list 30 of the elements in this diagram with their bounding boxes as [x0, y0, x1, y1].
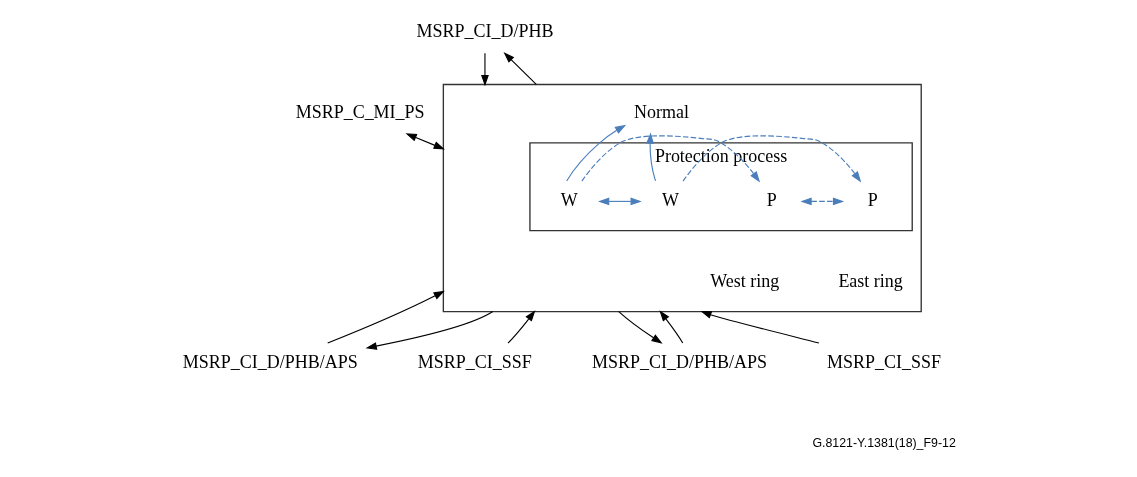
- node-text: P: [766, 189, 777, 210]
- node-text: West ring: [709, 270, 779, 291]
- node-text: MSRP_CI_D/PHB/APS: [591, 351, 767, 372]
- arrow: [799, 197, 844, 206]
- cluster: [442, 83, 922, 313]
- arrow: [480, 52, 489, 87]
- label: G.8121-Y.1381(18)_F9-12: [811, 436, 956, 451]
- node-text: MSRP_CI_SSF: [826, 351, 941, 372]
- node-text: P: [867, 189, 878, 210]
- arrow: [645, 132, 656, 182]
- arrow: [597, 197, 642, 206]
- node-text: W: [661, 189, 679, 210]
- arrow: [617, 311, 663, 344]
- arrow: [580, 135, 760, 183]
- arrow: [658, 310, 683, 344]
- node-text: MSRP_CI_D/PHB/APS: [182, 351, 358, 372]
- node-text: East ring: [837, 270, 903, 291]
- node-text: W: [560, 189, 578, 210]
- arrow: [405, 133, 445, 150]
- node-text: MSRP_C_MI_PS: [295, 101, 425, 122]
- arrow: [565, 124, 626, 182]
- arrow: [503, 52, 537, 85]
- node-text: MSRP_CI_D/PHB: [415, 21, 553, 42]
- arrow: [365, 311, 493, 350]
- arrow: [326, 290, 445, 344]
- arrow: [507, 310, 535, 344]
- arrow: [682, 135, 861, 183]
- node-text: MSRP_CI_SSF: [417, 351, 532, 372]
- arrow: [699, 311, 819, 344]
- node-text: Normal: [633, 101, 689, 122]
